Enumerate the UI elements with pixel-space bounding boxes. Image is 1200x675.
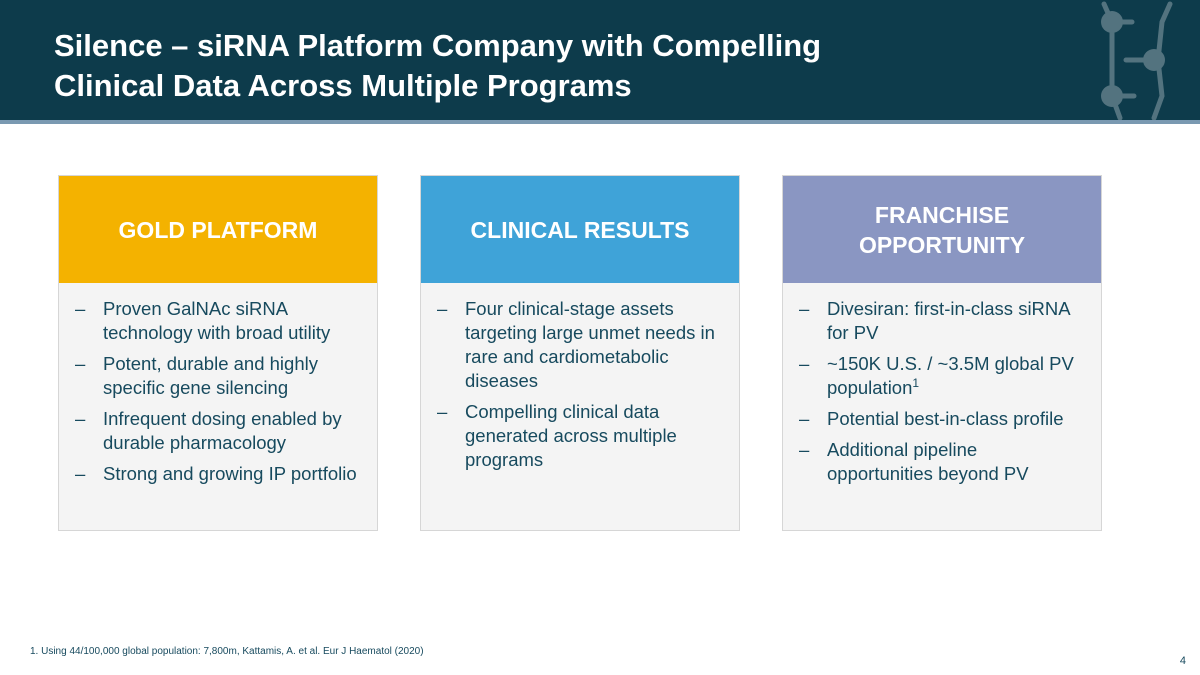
bullet-item: –Proven GalNAc siRNA technology with bro… xyxy=(75,298,331,343)
card-gold-platform: GOLD PLATFORM –Proven GalNAc siRNA techn… xyxy=(58,175,378,531)
page-number: 4 xyxy=(1179,655,1186,667)
slide-title-line-2: Clinical Data Across Multiple Programs xyxy=(54,68,632,103)
bullet-item: –Additional pipeline opportunities beyon… xyxy=(799,439,1029,484)
bullet-item: –Divesiran: first-in-class siRNA for PV xyxy=(799,298,1070,343)
bullet-item: –Strong and growing IP portfolio xyxy=(75,463,357,484)
bullet-item: –Compelling clinical data generated acro… xyxy=(437,401,677,470)
company-logo-icon xyxy=(1101,1,1173,120)
card-body: –Four clinical-stage assets targeting la… xyxy=(421,283,739,479)
card-heading: CLINICAL RESULTS xyxy=(421,176,739,283)
card-heading: GOLD PLATFORM xyxy=(59,176,377,283)
bullet-item: –Infrequent dosing enabled by durable ph… xyxy=(75,408,342,453)
card-clinical-results: CLINICAL RESULTS –Four clinical-stage as… xyxy=(420,175,740,531)
bullet-item: –~150K U.S. / ~3.5M global PV population… xyxy=(799,353,1074,398)
card-body: –Divesiran: first-in-class siRNA for PV … xyxy=(783,283,1101,493)
bullet-item: –Four clinical-stage assets targeting la… xyxy=(437,298,715,391)
bullet-list: –Four clinical-stage assets targeting la… xyxy=(435,297,725,472)
footnote: 1. Using 44/100,000 global population: 7… xyxy=(30,646,424,657)
bullet-list: –Proven GalNAc siRNA technology with bro… xyxy=(73,297,363,486)
header-bar xyxy=(0,0,1200,120)
bullet-item: –Potential best-in-class profile xyxy=(799,408,1064,429)
card-body: –Proven GalNAc siRNA technology with bro… xyxy=(59,283,377,493)
header-divider xyxy=(0,120,1200,124)
slide-title-line-1: Silence – siRNA Platform Company with Co… xyxy=(54,28,822,63)
footnote-marker: 1 xyxy=(912,375,920,390)
card-heading: FRANCHISE OPPORTUNITY xyxy=(783,176,1101,283)
bullet-list: –Divesiran: first-in-class siRNA for PV … xyxy=(797,297,1087,486)
card-franchise-opportunity: FRANCHISE OPPORTUNITY –Divesiran: first-… xyxy=(782,175,1102,531)
slide-title: Silence – siRNA Platform Company with Co… xyxy=(54,26,821,106)
bullet-item: –Potent, durable and highly specific gen… xyxy=(75,353,318,398)
